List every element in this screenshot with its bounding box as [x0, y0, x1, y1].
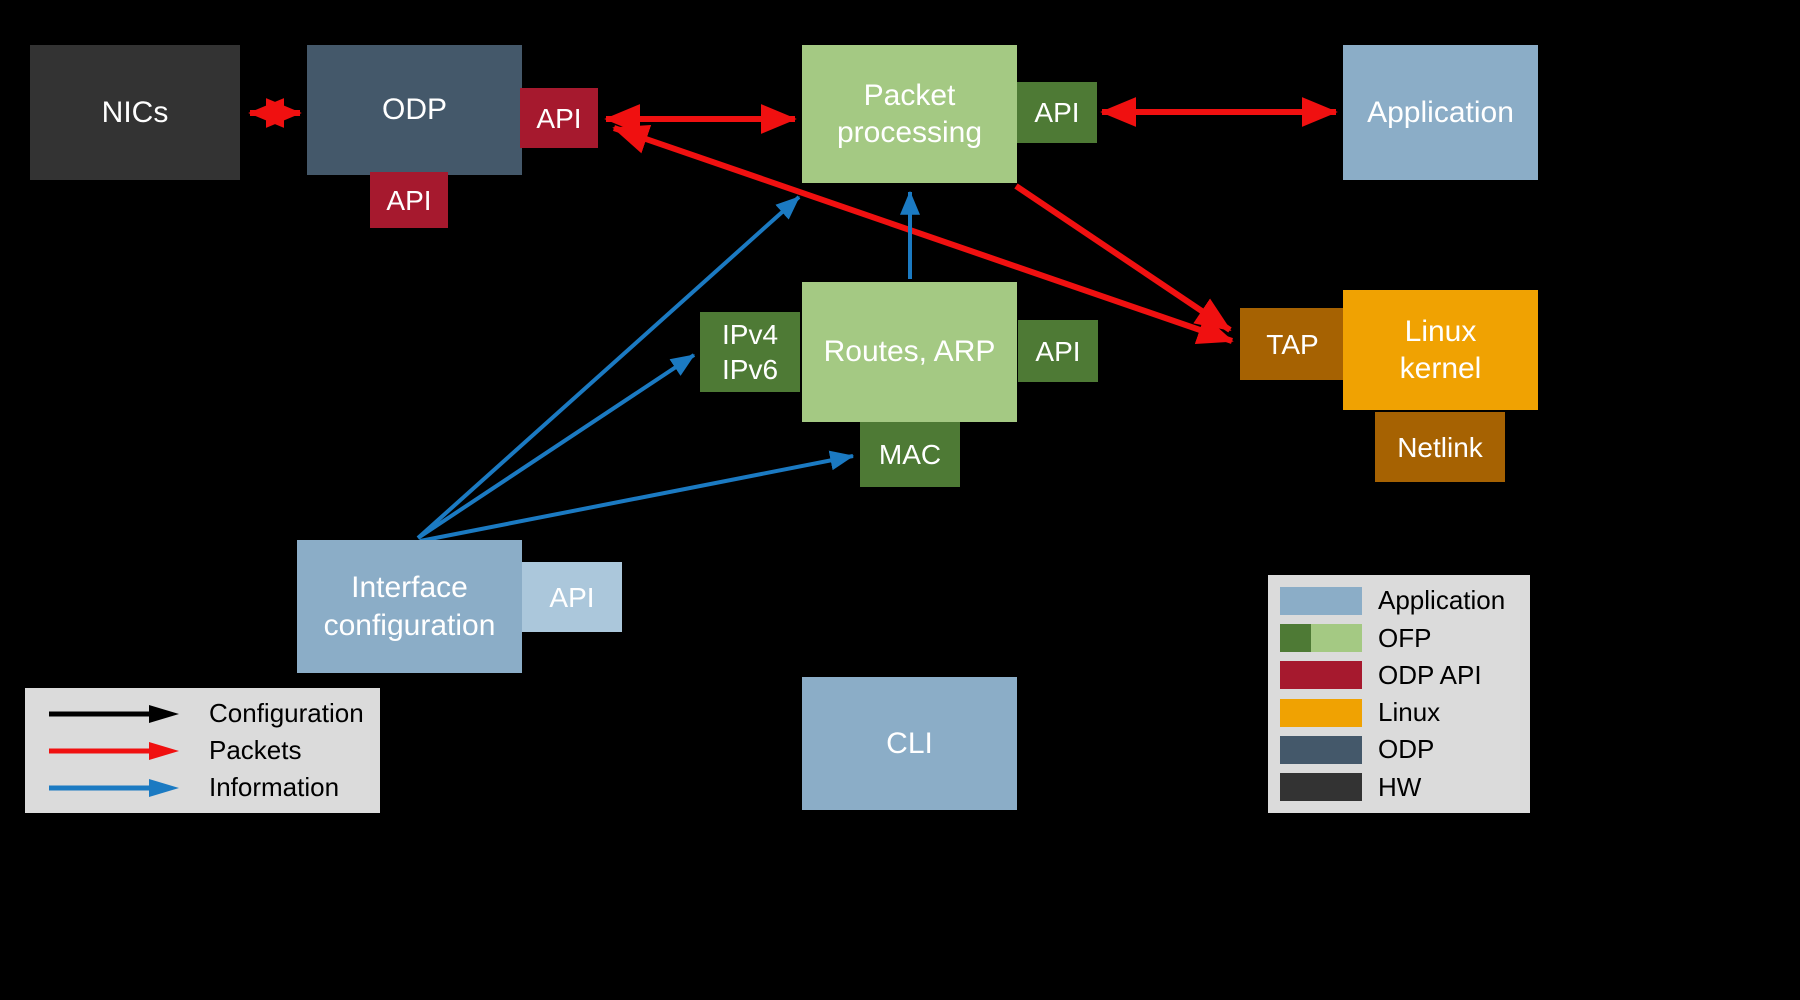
legend-ofp-label: OFP [1378, 622, 1432, 653]
packet-processing-box: Packet processing [802, 45, 1017, 183]
ipv4-ipv6-box: IPv4 IPv6 [700, 312, 800, 392]
nics-box: NICs [30, 45, 240, 180]
odp-api-swatch [1280, 661, 1362, 690]
ofp-swatch-light [1311, 624, 1362, 653]
legend-application-label: Application [1378, 585, 1506, 616]
legend-row-linux: Linux [1280, 697, 1522, 728]
packets-arrow-packet-processing-tap [1014, 183, 1232, 333]
hw-swatch [1280, 773, 1362, 802]
odp-box: ODP [307, 45, 522, 175]
linux-swatch [1280, 698, 1362, 727]
mac-label: MAC [878, 439, 942, 470]
odp-api-side-box: API [520, 88, 598, 148]
legend-row-odp: ODP [1280, 734, 1522, 765]
packet-processing-label-line2: processing [836, 116, 983, 149]
info-arrow-interface-config-ip [416, 353, 696, 540]
legend-hw-label: HW [1378, 771, 1422, 802]
legend-row-hw: HW [1280, 772, 1522, 803]
odp-api-side-label: API [536, 102, 582, 134]
routes-api-box: API [1018, 320, 1098, 382]
routes-api-label: API [1035, 335, 1081, 367]
legend-row-information: Information [43, 772, 372, 803]
information-arrow-icon [49, 778, 179, 797]
interface-configuration-label-line2: configuration [323, 608, 496, 642]
packet-processing-label-line1: Packet [863, 78, 956, 112]
tap-label: TAP [1266, 328, 1319, 360]
info-arrow-interface-config-packet-processing [416, 195, 801, 540]
configuration-arrow-icon [49, 704, 179, 723]
cli-label: CLI [886, 726, 933, 760]
application-label: Application [1367, 95, 1514, 129]
interface-configuration-box: Interface configuration [297, 540, 522, 673]
legend-odp-api-label: ODP API [1378, 659, 1482, 690]
ipv4-label: IPv4 [721, 319, 779, 350]
netlink-box: Netlink [1375, 412, 1505, 482]
linux-kernel-label-line1: Linux [1404, 314, 1477, 348]
routes-arp-box: Routes, ARP [802, 282, 1017, 422]
legend-row-odp-api: ODP API [1280, 660, 1522, 691]
legend-row-configuration: Configuration [43, 698, 372, 729]
mac-box: MAC [860, 422, 960, 487]
odp-label: ODP [381, 93, 447, 127]
odp-api-bottom-label: API [386, 184, 432, 216]
color-legend: Application OFP ODP API Linux ODP HW [1268, 575, 1530, 813]
arrow-legend: Configuration Packets Information [25, 688, 380, 813]
legend-linux-label: Linux [1378, 697, 1441, 728]
packets-arrow-icon [49, 741, 179, 760]
packets-arrow-odp-api-tap [612, 124, 1234, 345]
odp-api-bottom-box: API [370, 172, 448, 228]
legend-packets-label: Packets [209, 735, 302, 765]
ofp-swatch [1280, 624, 1362, 653]
cli-box: CLI [802, 677, 1017, 810]
information-arrows [416, 190, 920, 543]
interface-configuration-api-label: API [549, 581, 595, 613]
application-swatch [1280, 586, 1362, 615]
legend-row-application: Application [1280, 585, 1522, 616]
info-arrow-interface-config-mac [419, 450, 855, 543]
legend-information-label: Information [209, 772, 340, 802]
interface-configuration-label-line1: Interface [351, 571, 468, 604]
odp-swatch [1280, 735, 1362, 764]
interface-configuration-api-box: API [522, 562, 622, 632]
linux-kernel-label-line2: kernel [1399, 352, 1482, 385]
tap-box: TAP [1240, 308, 1345, 380]
legend-row-packets: Packets [43, 735, 372, 766]
legend-configuration-label: Configuration [209, 698, 364, 728]
ipv6-label: IPv6 [721, 354, 779, 385]
linux-kernel-box: Linux kernel [1343, 290, 1538, 410]
legend-odp-label: ODP [1378, 734, 1435, 765]
application-box: Application [1343, 45, 1538, 180]
netlink-label: Netlink [1397, 431, 1483, 463]
packet-arrows [248, 97, 1338, 345]
packet-processing-api-label: API [1034, 97, 1080, 128]
packet-processing-api-box: API [1017, 82, 1097, 143]
routes-arp-label: Routes, ARP [823, 335, 996, 369]
legend-row-ofp: OFP [1280, 623, 1522, 654]
ofp-swatch-dark [1280, 624, 1312, 653]
nics-label: NICs [101, 95, 169, 129]
